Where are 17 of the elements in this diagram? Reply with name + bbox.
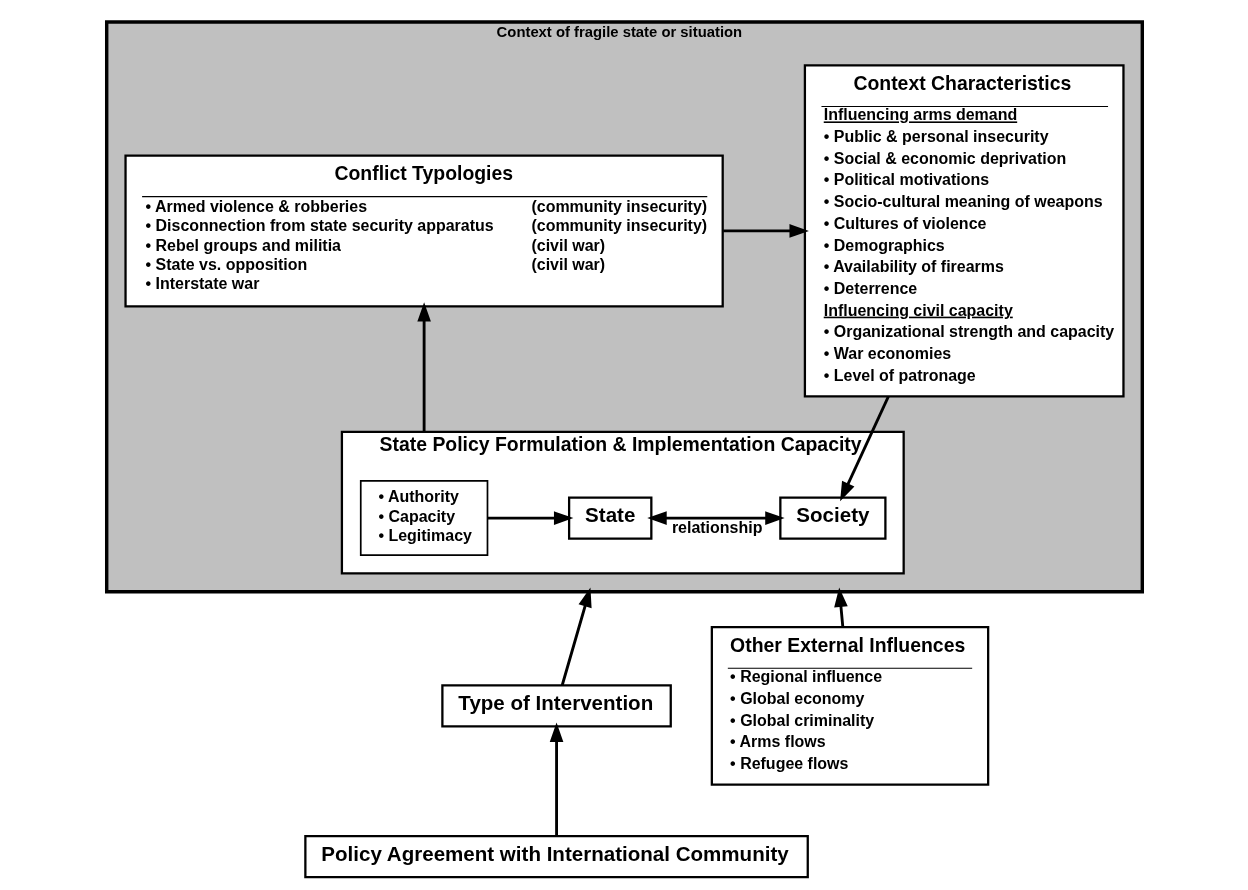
edge-label: relationship	[671, 519, 762, 537]
arrow	[646, 511, 785, 525]
arrow	[560, 587, 592, 686]
node-box: Other External Influences • Regional influence • Global economy • Global criminality • Arms flows • Refugee flows	[710, 625, 989, 786]
arrow	[833, 587, 848, 627]
node-box: Society	[778, 496, 887, 540]
arrow	[839, 396, 890, 502]
arrow	[722, 224, 809, 238]
node-box: State	[567, 496, 652, 540]
node-box: Conflict Typologies • Armed violence & robberies (community insecurity) • Disconnection from state security apparatus (community insecurity) • Rebel groups and militia (civil war) • State vs. opposition (civil war) • Interstate war	[123, 154, 724, 308]
node-box: Context Characteristics Influencing arms demand • Public & personal insecurity • Social & economic deprivation • Political motivations • Socio-cultural meaning of weapons • Cultures of violence • Demographics • Availability of firearms • Deterrence Influencing civil capacity • Organizational strength and capacity • War economies • Level of patronage	[803, 64, 1125, 398]
node-box: Type of Intervention	[440, 684, 672, 728]
node-box: • Authority • Capacity • Legitimacy	[359, 480, 488, 557]
arrow	[416, 302, 431, 432]
arrow	[487, 511, 573, 525]
arrow	[549, 722, 563, 836]
node-box: Policy Agreement with International Community	[303, 834, 809, 879]
